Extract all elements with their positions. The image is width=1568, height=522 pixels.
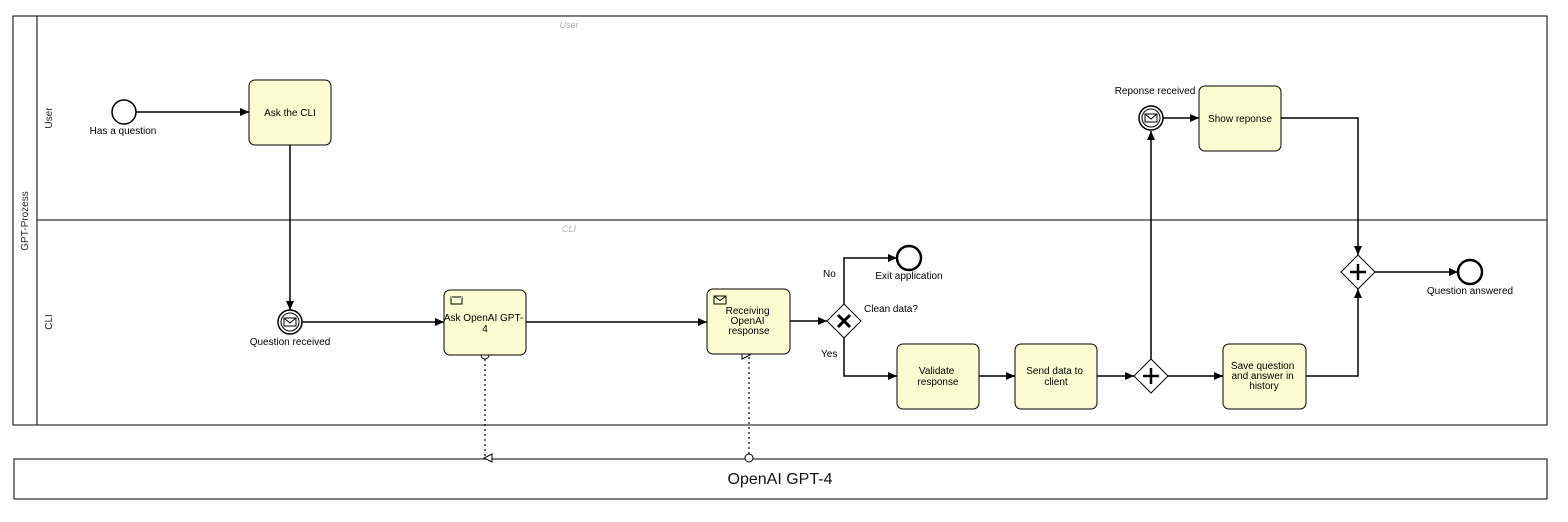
envelope-icon bbox=[1144, 113, 1158, 123]
lane-user-label: User bbox=[44, 107, 55, 129]
task-show-reponse[interactable]: Show reponse bbox=[1198, 85, 1282, 152]
pool-label: GPT-Prozess bbox=[20, 191, 31, 250]
exit-application-label: Exit application bbox=[875, 271, 942, 282]
task-ask-the-cli-label: Ask the CLI bbox=[264, 108, 316, 119]
send-envelope-icon bbox=[450, 296, 463, 305]
task-receiving-label: Receiving OpenAI response bbox=[726, 306, 773, 337]
message-catch-event-response-received[interactable] bbox=[1138, 105, 1164, 131]
task-ask-openai[interactable]: Ask OpenAI GPT- 4 bbox=[443, 289, 527, 356]
task-show-label: Show reponse bbox=[1208, 114, 1272, 125]
message-catch-event-question-received[interactable] bbox=[277, 309, 303, 335]
lane-cli[interactable]: CLI CLI bbox=[44, 224, 576, 330]
flow-gateway-no-to-exit bbox=[843, 254, 897, 304]
lane-user[interactable]: User User bbox=[37, 20, 1547, 221]
gateway-no-label: No bbox=[823, 269, 836, 280]
task-ask-the-cli[interactable]: Ask the CLI bbox=[248, 79, 332, 146]
flow-show-to-join bbox=[1281, 117, 1362, 255]
start-event[interactable] bbox=[111, 99, 137, 125]
clean-data-label: Clean data? bbox=[864, 304, 918, 315]
task-validate-label: Validate response bbox=[917, 366, 959, 388]
x-icon bbox=[836, 313, 852, 329]
plus-icon bbox=[1143, 368, 1159, 384]
task-save-question-and-answer[interactable]: Save question and answer in history bbox=[1222, 343, 1307, 410]
start-event-label: Has a question bbox=[90, 126, 157, 137]
lane-cli-label: CLI bbox=[44, 314, 55, 330]
lane-cli-watermark: CLI bbox=[562, 224, 577, 234]
parallel-gateway-join[interactable] bbox=[1340, 254, 1376, 290]
envelope-icon bbox=[283, 317, 297, 327]
receive-envelope-icon bbox=[713, 295, 727, 305]
task-validate-response[interactable]: Validate response bbox=[896, 343, 980, 410]
plus-icon bbox=[1350, 264, 1366, 280]
exclusive-gateway-clean-data[interactable] bbox=[826, 303, 862, 339]
task-save-label: Save question and answer in history bbox=[1231, 361, 1297, 392]
question-answered-label: Question answered bbox=[1427, 286, 1513, 297]
flow-gateway-yes-to-validate bbox=[843, 338, 897, 380]
task-send-data-to-client[interactable]: Send data to client bbox=[1014, 343, 1098, 410]
question-received-label: Question received bbox=[250, 337, 331, 348]
pool-openai-label: OpenAI GPT-4 bbox=[728, 471, 833, 488]
lane-user-watermark: User bbox=[559, 20, 579, 30]
task-ask-openai-label: Ask OpenAI GPT- 4 bbox=[444, 313, 526, 335]
pool-openai[interactable]: OpenAI GPT-4 bbox=[13, 458, 1548, 500]
end-event-question-answered[interactable] bbox=[1456, 258, 1484, 286]
task-receiving-openai-response[interactable]: Receiving OpenAI response bbox=[706, 288, 791, 355]
parallel-gateway-split[interactable] bbox=[1133, 358, 1169, 394]
end-event-exit-application[interactable] bbox=[895, 244, 923, 272]
flow-save-to-join bbox=[1306, 289, 1362, 377]
task-send-data-label: Send data to client bbox=[1026, 366, 1086, 388]
gateway-yes-label: Yes bbox=[821, 349, 837, 360]
sequence-flows bbox=[136, 108, 1458, 380]
response-received-label: Reponse received bbox=[1115, 86, 1196, 97]
